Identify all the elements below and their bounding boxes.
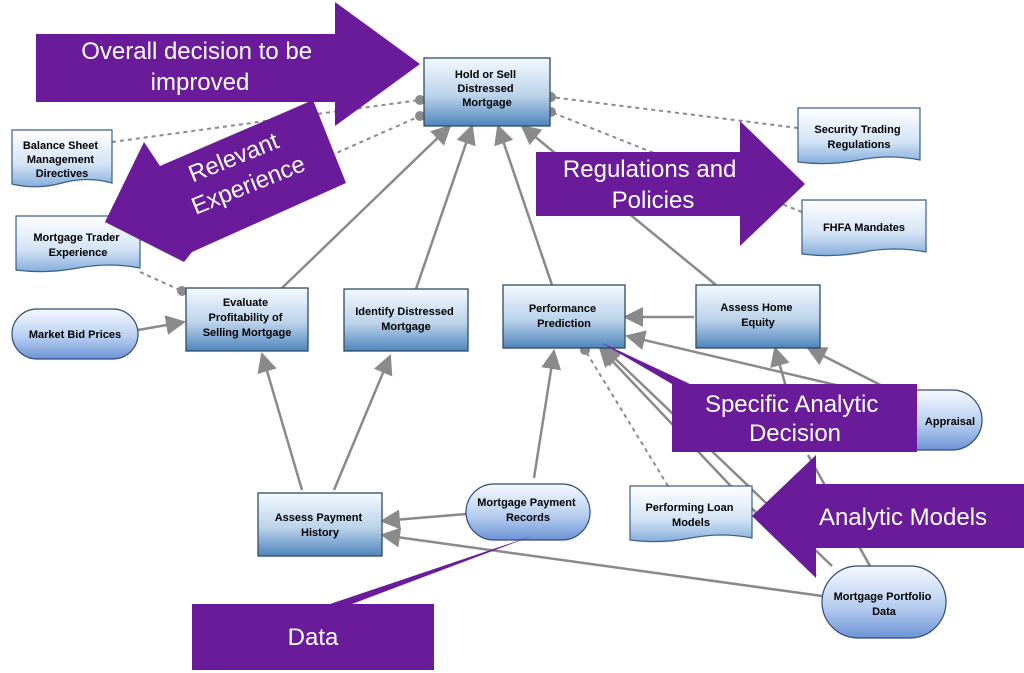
- loan-models-label: Performing Loan Models: [645, 502, 736, 529]
- decision-assess-home-equity[interactable]: Assess Home Equity: [695, 284, 821, 349]
- data-market-bid[interactable]: Market Bid Prices: [11, 308, 139, 360]
- arrow-records-to-payhistory: [380, 509, 467, 530]
- link-fhfa-to-hold: [550, 111, 803, 213]
- evaluate-profitability-label: Evaluate Profitability of Selling Mortga…: [203, 297, 292, 339]
- knowledge-balance-sheet[interactable]: Balance Sheet Management Directives: [11, 129, 113, 188]
- callout-regulations: Regulations and Policies: [536, 121, 805, 246]
- decision-evaluate-profitability[interactable]: Evaluate Profitability of Selling Mortga…: [185, 287, 309, 352]
- decision-assess-payment-history[interactable]: Assess Payment History: [257, 492, 383, 557]
- arrow-marketbid-to-evaluate: [137, 315, 186, 335]
- overall-decision-text: Overall decision to be improved: [81, 38, 318, 96]
- arrow-portfolio-to-payhistory: [380, 527, 823, 598]
- fhfa-label: FHFA Mandates: [823, 222, 905, 234]
- data-payment-records[interactable]: Mortgage Payment Records: [465, 483, 591, 541]
- trader-experience-label: Mortgage Trader Experience: [33, 232, 122, 259]
- market-bid-label: Market Bid Prices: [29, 329, 121, 341]
- arrow-identify-to-hold: [414, 124, 476, 290]
- callout-analytic-models: Analytic Models: [752, 455, 1024, 578]
- callout-data: Data: [192, 536, 532, 670]
- decision-hold-or-sell[interactable]: Hold or Sell Distressed Mortgage: [423, 57, 551, 127]
- assess-home-equity-label: Assess Home Equity: [720, 302, 795, 329]
- arrow-payhistory-to-identify: [332, 354, 393, 491]
- callout-specific-analytic: Specific Analytic Decision: [600, 342, 917, 452]
- portfolio-label: Mortgage Portfolio Data: [834, 591, 935, 618]
- data-portfolio[interactable]: Mortgage Portfolio Data: [821, 565, 947, 639]
- payment-records-label: Mortgage Payment Records: [477, 497, 578, 524]
- link-loanmodels-to-performance: [584, 349, 669, 487]
- link-security-to-hold: [550, 96, 799, 129]
- arrow-evaluate-to-hold: [281, 124, 452, 289]
- arrow-payhistory-to-evaluate: [257, 352, 304, 491]
- data-text: Data: [288, 624, 339, 651]
- balance-sheet-label: Balance Sheet Management Directives: [23, 140, 101, 180]
- hold-or-sell-label: Hold or Sell Distressed Mortgage: [455, 69, 519, 109]
- knowledge-trader-experience[interactable]: Mortgage Trader Experience: [15, 215, 141, 273]
- analytic-models-text: Analytic Models: [819, 504, 987, 531]
- regulations-text: Regulations and Policies: [563, 156, 743, 214]
- arrow-records-to-performance: [532, 349, 562, 479]
- specific-analytic-text: Specific Analytic Decision: [705, 391, 885, 447]
- callout-overall-decision: Overall decision to be improved: [36, 2, 420, 126]
- knowledge-loan-models[interactable]: Performing Loan Models: [629, 485, 753, 543]
- decision-performance-prediction[interactable]: Performance Prediction: [502, 284, 626, 349]
- identify-distressed-label: Identify Distressed Mortgage: [355, 306, 456, 333]
- arrow-performance-to-hold: [494, 124, 554, 286]
- callout-relevant-experience: Relevant Experience: [105, 100, 346, 262]
- knowledge-security-trading[interactable]: Security Trading Regulations: [797, 107, 921, 165]
- arrow-appraisal-to-equity: [770, 346, 790, 388]
- appraisal-label: Appraisal: [925, 416, 975, 428]
- performance-prediction-label: Performance Prediction: [529, 303, 599, 330]
- assess-payment-history-label: Assess Payment History: [275, 512, 366, 539]
- security-trading-label: Security Trading Regulations: [814, 124, 903, 151]
- link-trader-to-evaluate: [139, 271, 183, 292]
- decision-identify-distressed[interactable]: Identify Distressed Mortgage: [343, 288, 469, 352]
- knowledge-fhfa[interactable]: FHFA Mandates: [801, 199, 927, 257]
